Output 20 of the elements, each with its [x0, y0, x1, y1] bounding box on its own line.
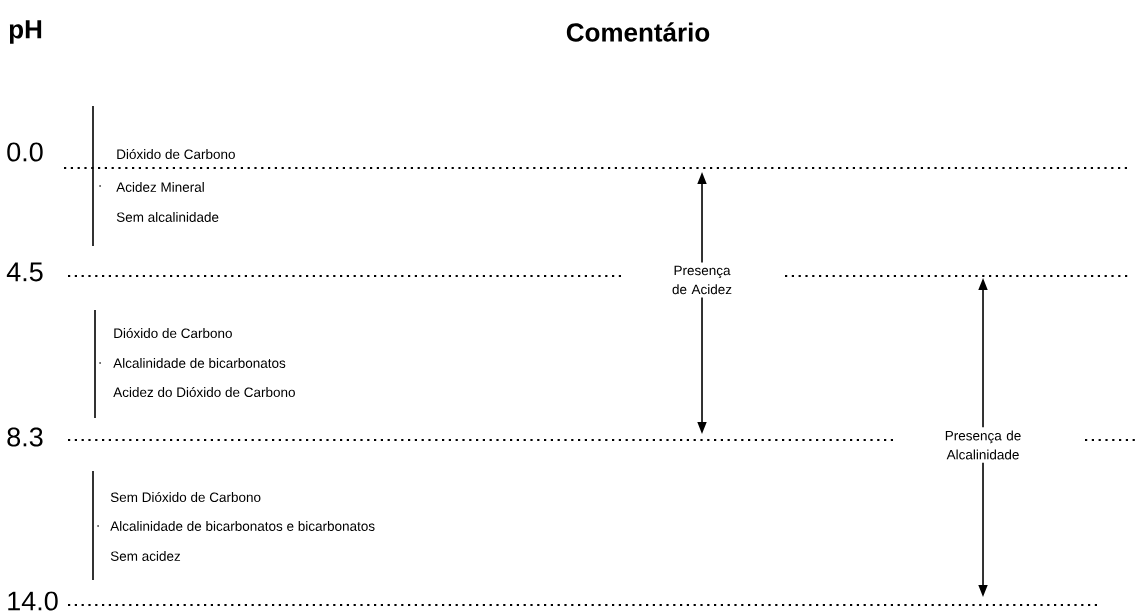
dot: . — [99, 362, 101, 364]
text-label: Presença de Acidez — [672, 265, 732, 295]
ph-value: 4.5 — [6, 262, 43, 282]
text-line: Sem acidez — [110, 551, 181, 561]
text-line: Alcalinidade de bicarbonatos e bicarbonatos — [110, 521, 375, 531]
text-label: Presença de Alcalinidade — [945, 430, 1021, 460]
text-line: Dióxido de Carbono — [117, 148, 235, 160]
text-line: Acidez Mineral — [116, 182, 204, 192]
text-line: Alcalinidade de bicarbonatos — [113, 358, 286, 368]
ph-value: 8.3 — [7, 427, 43, 447]
column-header: Comentário — [566, 22, 710, 42]
text-line: Dióxido de Carbono — [114, 327, 232, 339]
text-line: Acidez do Dióxido de Carbono — [113, 386, 295, 398]
ph-value: 14.0 — [8, 591, 58, 611]
dot: . — [99, 185, 101, 187]
ph-value: 0.0 — [7, 142, 43, 162]
column-header: pH — [9, 20, 42, 44]
dot: . — [97, 525, 99, 527]
text-line: Sem Dióxido de Carbono — [110, 491, 261, 503]
text-line: Sem alcalinidade — [116, 212, 219, 222]
